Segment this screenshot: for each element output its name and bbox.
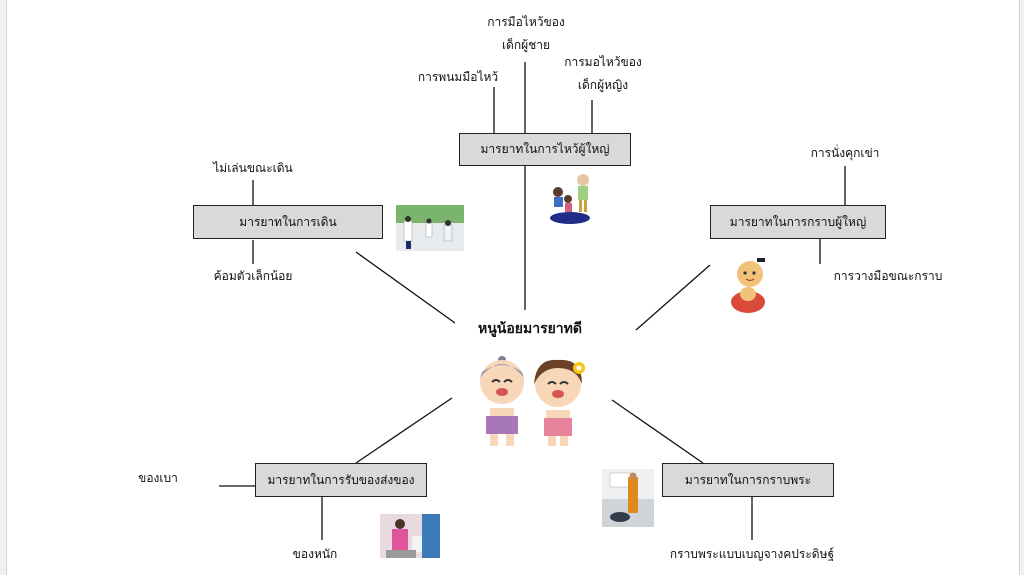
line-center-give xyxy=(355,397,453,464)
wai-children-picture xyxy=(548,170,594,226)
label-wai-palms: การพนมมือไหว้ xyxy=(417,70,499,84)
bowing-child-picture xyxy=(726,256,772,314)
label-bow-hands: การวางมือขณะกราบ xyxy=(833,269,943,283)
walking-photo xyxy=(396,205,464,251)
monk-bowing-photo xyxy=(602,469,654,527)
line-center-bow-elder xyxy=(635,264,711,331)
give-receive-photo xyxy=(380,514,440,558)
polite-children-picture xyxy=(470,352,590,452)
node-bow-elders: มารยาทในการกราบผู้ใหญ่ xyxy=(710,205,886,239)
label-walk-no-play: ไม่เล่นขณะเดิน xyxy=(213,161,293,175)
label-walk-bend: ค้อมตัวเล็กน้อย xyxy=(213,269,293,283)
node-wai-elders: มารยาทในการไหว้ผู้ใหญ่ xyxy=(459,133,631,166)
center-title: หนูน้อยมารยาทดี xyxy=(478,321,582,337)
label-bow-kneel: การนั่งคุกเข่า xyxy=(810,146,880,160)
line-center-walk xyxy=(355,251,456,324)
label-give-light: ของเบา xyxy=(138,471,178,485)
node-walking: มารยาทในการเดิน xyxy=(193,205,383,239)
label-wai-girl: การมอไหว้ของเด็กผู้หญิง xyxy=(564,55,642,92)
line-center-bow-monk xyxy=(611,399,704,464)
document-page xyxy=(6,0,1020,575)
label-monk-five-point: กราบพระแบบเบญจางคประดิษฐ์ xyxy=(669,547,835,561)
node-bow-monk: มารยาทในการกราบพระ xyxy=(662,463,834,497)
label-wai-boy: การมือไหว้ของเด็กผู้ชาย xyxy=(487,15,565,52)
label-give-heavy: ของหนัก xyxy=(292,547,338,561)
node-give-receive: มารยาทในการรับของส่งของ xyxy=(255,463,427,497)
